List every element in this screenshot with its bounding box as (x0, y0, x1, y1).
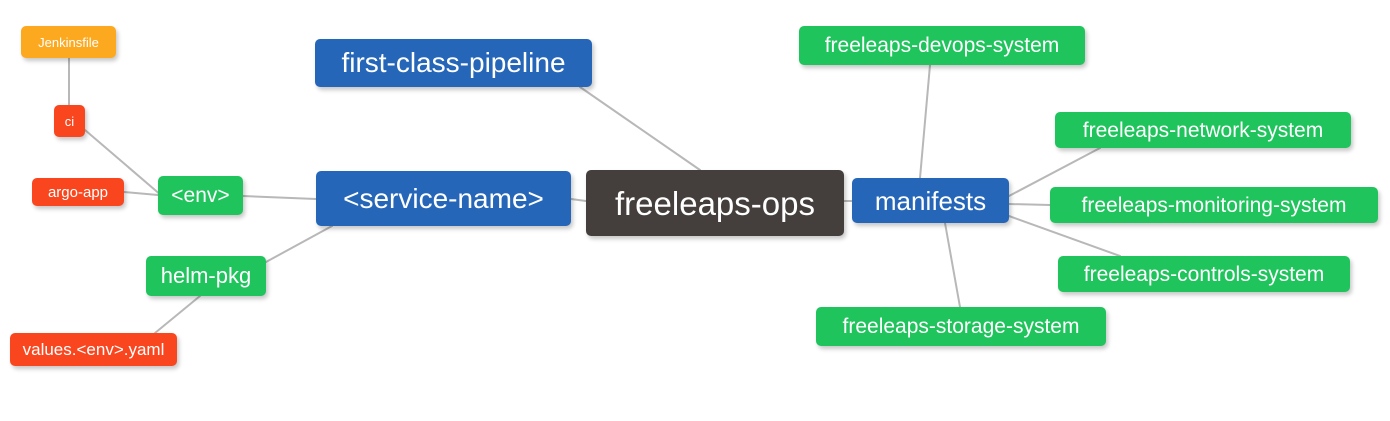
edge-service-name-to-freeleaps-ops (570, 198, 587, 202)
node-label: freeleaps-devops-system (824, 34, 1060, 57)
mindmap-node-env[interactable]: <env> (158, 176, 243, 215)
node-label: helm-pkg (160, 263, 252, 288)
mindmap-node-values-yaml[interactable]: values.<env>.yaml (10, 333, 177, 366)
edge-manifests-to-monitoring-system (1008, 203, 1051, 206)
mindmap-node-controls-system[interactable]: freeleaps-controls-system (1058, 256, 1350, 292)
mindmap-node-manifests[interactable]: manifests (852, 178, 1009, 223)
node-label: freeleaps-storage-system (842, 315, 1080, 338)
node-label: <env> (171, 184, 230, 207)
mindmap-node-monitoring-system[interactable]: freeleaps-monitoring-system (1050, 187, 1378, 223)
mindmap-node-service-name[interactable]: <service-name> (316, 171, 571, 226)
edge-first-class-pipeline-to-freeleaps-ops (579, 86, 701, 171)
edge-helm-pkg-to-service-name (265, 225, 333, 263)
node-label: freeleaps-network-system (1082, 118, 1324, 142)
mindmap-node-storage-system[interactable]: freeleaps-storage-system (816, 307, 1106, 346)
node-label: freeleaps-controls-system (1083, 262, 1325, 286)
edge-manifests-to-storage-system (944, 222, 961, 308)
mindmap-node-network-system[interactable]: freeleaps-network-system (1055, 112, 1351, 148)
edge-argo-app-to-env (123, 191, 159, 196)
mindmap-node-jenkinsfile[interactable]: Jenkinsfile (21, 26, 116, 58)
edge-env-to-service-name (242, 195, 317, 200)
node-label: freeleaps-monitoring-system (1081, 193, 1347, 217)
node-label: argo-app (47, 183, 109, 201)
mindmap-node-argo-app[interactable]: argo-app (32, 178, 124, 206)
node-label: freeleaps-ops (615, 184, 815, 222)
node-label: first-class-pipeline (341, 47, 566, 78)
edge-values-yaml-to-helm-pkg (154, 295, 201, 334)
mindmap-node-freeleaps-ops[interactable]: freeleaps-ops (586, 170, 844, 236)
mindmap-node-devops-system[interactable]: freeleaps-devops-system (799, 26, 1085, 65)
node-label: <service-name> (343, 182, 544, 214)
node-label: Jenkinsfile (38, 34, 99, 50)
mindmap-node-ci[interactable]: ci (54, 105, 85, 137)
mindmap-node-first-class-pipeline[interactable]: first-class-pipeline (315, 39, 592, 87)
node-label: ci (64, 113, 75, 129)
edge-manifests-to-devops-system (919, 64, 931, 179)
mindmap-node-helm-pkg[interactable]: helm-pkg (146, 256, 266, 296)
node-label: manifests (874, 185, 987, 216)
node-label: values.<env>.yaml (22, 340, 165, 359)
